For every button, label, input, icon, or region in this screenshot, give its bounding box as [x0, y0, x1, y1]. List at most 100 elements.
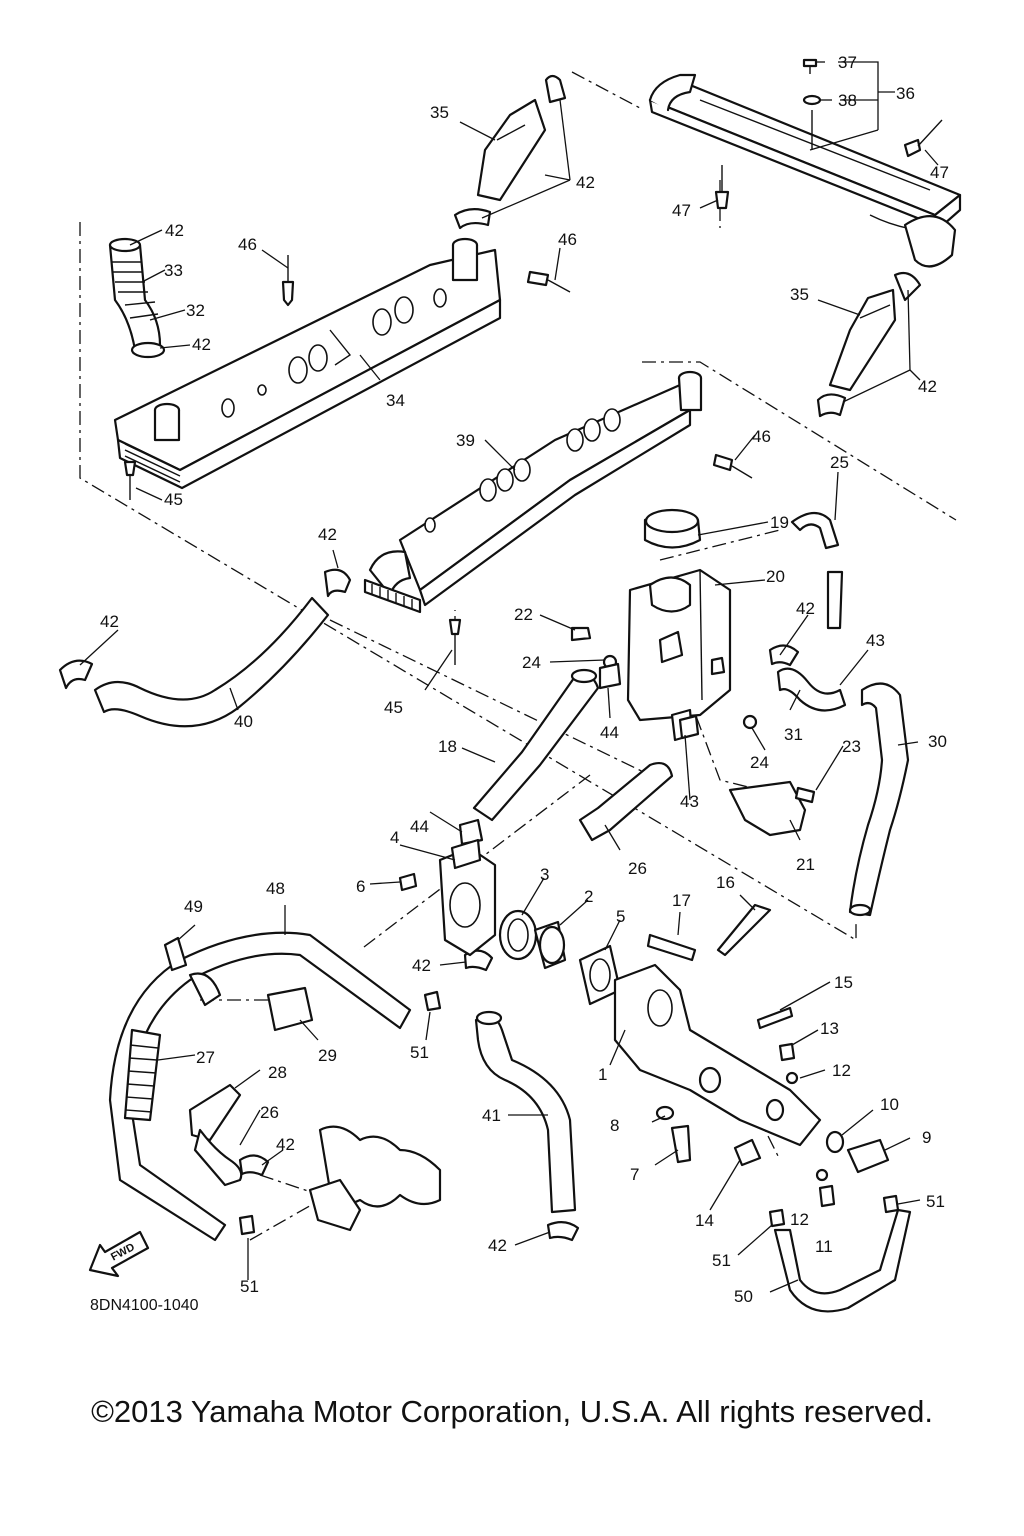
callout-42-j: 42 — [488, 1236, 507, 1255]
callout-20: 20 — [766, 567, 785, 586]
callout-38: 38 — [838, 91, 857, 110]
hose-50 — [768, 1194, 912, 1313]
callout-14: 14 — [695, 1211, 714, 1230]
hose-35-right — [816, 271, 922, 418]
callout-29: 29 — [318, 1046, 337, 1065]
callout-33: 33 — [164, 261, 183, 280]
callout-10: 10 — [880, 1095, 899, 1114]
callout-24b: 24 — [750, 753, 769, 772]
hose-25 — [790, 511, 844, 630]
callout-45a: 45 — [164, 490, 183, 509]
callout-1: 1 — [598, 1065, 607, 1084]
callout-46b: 46 — [558, 230, 577, 249]
callout-50: 50 — [734, 1287, 753, 1306]
callout-27: 27 — [196, 1048, 215, 1067]
callout-21: 21 — [796, 855, 815, 874]
callout-42-h: 42 — [412, 956, 431, 975]
callout-46a: 46 — [238, 235, 257, 254]
callout-18: 18 — [438, 737, 457, 756]
callout-12b: 12 — [790, 1210, 809, 1229]
callout-15: 15 — [834, 973, 853, 992]
callout-8: 8 — [610, 1116, 619, 1135]
callout-2: 2 — [584, 887, 593, 906]
hose-48-49-27 — [108, 931, 442, 1242]
callout-40: 40 — [234, 712, 253, 731]
callout-48: 48 — [266, 879, 285, 898]
callout-23: 23 — [842, 737, 861, 756]
callout-36: 36 — [896, 84, 915, 103]
callout-3: 3 — [540, 865, 549, 884]
callout-9: 9 — [922, 1128, 931, 1147]
bracket-21 — [570, 626, 816, 837]
radiator-upper-left — [113, 237, 502, 490]
callout-45b: 45 — [384, 698, 403, 717]
callout-51d: 51 — [240, 1277, 259, 1296]
callout-32: 32 — [186, 301, 205, 320]
callout-4: 4 — [390, 828, 399, 847]
diagram-code: 8DN4100-1040 — [90, 1297, 199, 1314]
callout-51b: 51 — [712, 1251, 731, 1270]
callout-13: 13 — [820, 1019, 839, 1038]
callout-47a: 47 — [672, 201, 691, 220]
callout-42-d: 42 — [918, 377, 937, 396]
callout-30: 30 — [928, 732, 947, 751]
callout-31: 31 — [784, 725, 803, 744]
leader-lines — [79, 61, 939, 1293]
callout-22: 22 — [514, 605, 533, 624]
callout-44b: 44 — [410, 817, 429, 836]
callout-51c: 51 — [926, 1192, 945, 1211]
hose-31-30 — [776, 667, 910, 917]
hose-35-upper — [453, 74, 567, 230]
callout-51a: 51 — [410, 1043, 429, 1062]
callout-16: 16 — [716, 873, 735, 892]
callout-37: 37 — [838, 53, 857, 72]
callout-35b: 35 — [790, 285, 809, 304]
hoses-18-26 — [458, 662, 700, 846]
clamps — [58, 568, 800, 1242]
hose-40 — [93, 596, 330, 728]
callout-42-a: 42 — [576, 173, 595, 192]
callout-12a: 12 — [832, 1061, 851, 1080]
callout-49: 49 — [184, 897, 203, 916]
callout-35a: 35 — [430, 103, 449, 122]
thermostat-assembly — [398, 838, 622, 1006]
callout-42-g: 42 — [796, 599, 815, 618]
callout-47b: 47 — [930, 163, 949, 182]
callout-11: 11 — [815, 1237, 833, 1256]
callout-19: 19 — [770, 513, 789, 532]
callout-42-i: 42 — [276, 1135, 295, 1154]
callout-41: 41 — [482, 1106, 501, 1125]
callout-28: 28 — [268, 1063, 287, 1082]
callout-25: 25 — [830, 453, 849, 472]
callout-17: 17 — [672, 891, 691, 910]
callout-34: 34 — [386, 391, 405, 410]
callout-5: 5 — [616, 907, 625, 926]
callout-44a: 44 — [600, 723, 619, 742]
callout-7: 7 — [630, 1165, 639, 1184]
assembly-lines — [79, 71, 957, 1241]
callout-43b: 43 — [680, 792, 699, 811]
reservoir-tank — [626, 508, 732, 742]
callout-26a: 26 — [628, 859, 647, 878]
fwd-arrow-icon: FWD — [88, 1230, 150, 1278]
callout-46c: 46 — [752, 427, 771, 446]
radiator-upper-right — [648, 73, 962, 268]
hose-33-32 — [108, 237, 166, 359]
callout-42-f: 42 — [100, 612, 119, 631]
callout-39: 39 — [456, 431, 475, 450]
callout-42-c: 42 — [192, 335, 211, 354]
water-pipe-assembly — [613, 903, 890, 1208]
callout-42-e: 42 — [318, 525, 337, 544]
callout-24a: 24 — [522, 653, 541, 672]
hose-41 — [474, 1010, 577, 1214]
callout-42-b: 42 — [165, 221, 184, 240]
fasteners-upper — [123, 58, 943, 665]
lower-left-parts — [188, 1083, 442, 1236]
callout-43a: 43 — [866, 631, 885, 650]
copyright-notice: ©2013 Yamaha Motor Corporation, U.S.A. A… — [91, 1394, 933, 1429]
callout-6: 6 — [356, 877, 365, 896]
callout-26b: 26 — [260, 1103, 279, 1122]
callout-labels: 1 2 3 4 5 6 7 8 9 10 11 12 12 13 14 15 1… — [100, 53, 949, 1306]
radiator-lower — [363, 370, 703, 614]
